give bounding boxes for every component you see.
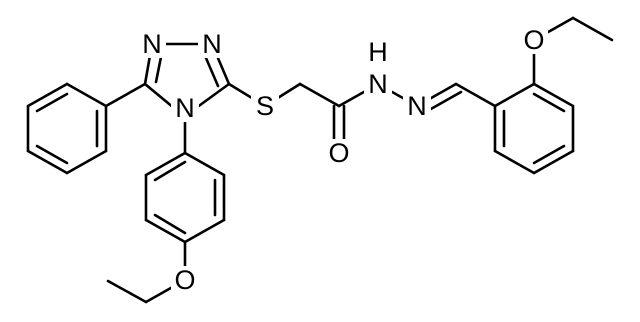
bond bbox=[144, 218, 187, 244]
atom-o-carbonyl: O bbox=[325, 138, 353, 168]
bond bbox=[65, 82, 108, 108]
bond bbox=[493, 82, 536, 108]
bond bbox=[532, 144, 566, 165]
atom-label: O bbox=[328, 138, 349, 168]
bond bbox=[183, 218, 226, 244]
atom-label: N bbox=[407, 91, 427, 121]
bond bbox=[532, 92, 566, 113]
bond bbox=[143, 82, 176, 110]
atom-nh-hydrazide: N bbox=[364, 69, 392, 99]
bond bbox=[532, 149, 575, 175]
bond bbox=[65, 149, 108, 175]
atom-h-hydrazide: H bbox=[364, 37, 392, 67]
bond bbox=[26, 82, 69, 108]
bond bbox=[493, 149, 536, 175]
atom-label: O bbox=[174, 265, 195, 295]
bond bbox=[144, 151, 187, 177]
bond bbox=[153, 213, 187, 235]
bond bbox=[35, 144, 69, 165]
atom-n-imine: N bbox=[403, 91, 431, 121]
atom-o-ethoxy-top: O bbox=[520, 25, 548, 55]
atom-label: H bbox=[368, 37, 388, 67]
atom-o-ethoxy-bottom: O bbox=[171, 265, 199, 295]
bond bbox=[104, 82, 147, 108]
bond bbox=[298, 82, 341, 108]
bond bbox=[532, 82, 575, 108]
atom-n-ring: N bbox=[171, 93, 199, 123]
bond bbox=[106, 279, 148, 304]
atom-n-left: N bbox=[138, 29, 166, 59]
atom-label-layer: N N N S O N H N bbox=[138, 25, 548, 295]
atom-label: N bbox=[142, 29, 162, 59]
bond bbox=[454, 82, 497, 108]
atom-label: N bbox=[368, 69, 388, 99]
atom-s-thio: S bbox=[251, 91, 279, 121]
atom-label: S bbox=[256, 91, 274, 121]
bond bbox=[35, 92, 69, 113]
bond bbox=[26, 149, 69, 175]
bond bbox=[194, 82, 231, 110]
atom-label: N bbox=[175, 93, 195, 123]
bond-layer bbox=[26, 16, 614, 304]
atom-n-right: N bbox=[198, 29, 226, 59]
atom-label: N bbox=[202, 29, 222, 59]
atom-label: O bbox=[523, 25, 544, 55]
bond bbox=[183, 151, 226, 177]
bond bbox=[571, 16, 614, 42]
bond bbox=[153, 160, 187, 182]
